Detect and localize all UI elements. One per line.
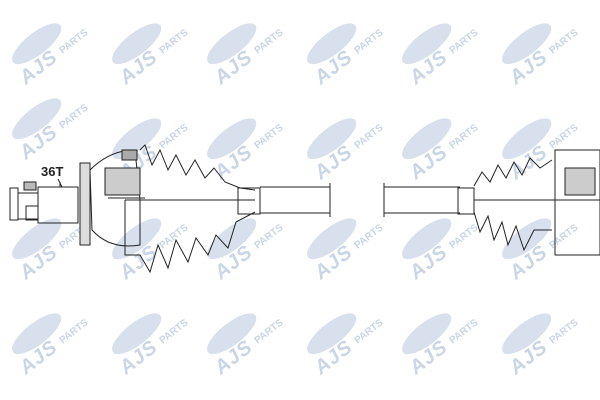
left-stub-shaft xyxy=(9,181,79,224)
spline-count-label: 36T xyxy=(40,164,65,179)
label-leader xyxy=(57,178,63,188)
left-boot xyxy=(124,144,261,274)
intermediate-shaft xyxy=(260,183,460,217)
right-boot xyxy=(457,157,555,252)
right-cv-joint xyxy=(554,149,600,256)
left-cv-joint xyxy=(79,149,145,247)
